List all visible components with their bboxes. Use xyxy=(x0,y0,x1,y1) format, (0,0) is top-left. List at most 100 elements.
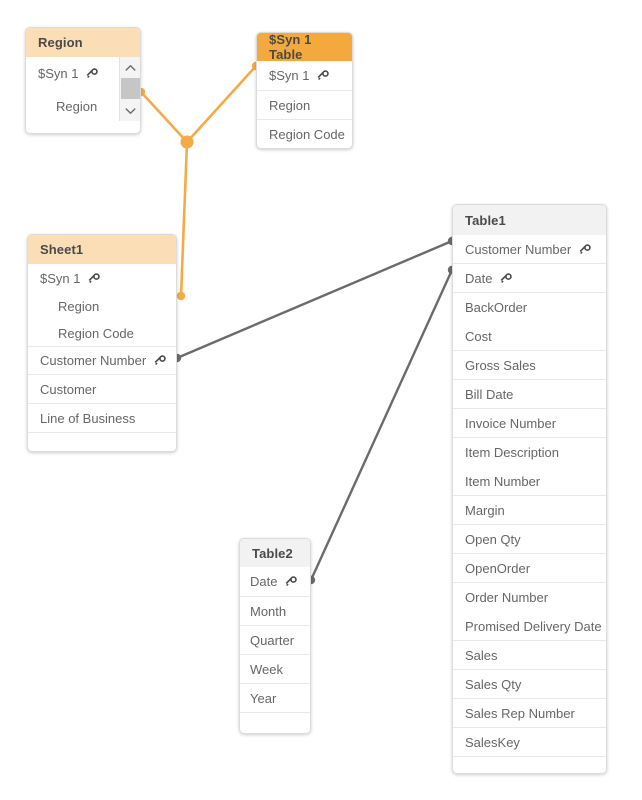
field-row[interactable]: Customer Number xyxy=(453,235,606,263)
chevron-up-icon[interactable] xyxy=(120,57,140,78)
table-title-syn1table: $Syn 1 Table xyxy=(257,33,352,62)
field-label: Year xyxy=(250,690,277,706)
field-row[interactable]: Customer Number xyxy=(28,346,176,374)
field-label: Region Code xyxy=(269,126,345,142)
field-row[interactable]: Promised Delivery Date xyxy=(453,611,606,640)
field-label: Customer xyxy=(40,381,97,397)
link-region-to-junction xyxy=(139,90,189,144)
field-label: OpenOrder xyxy=(465,560,531,576)
table-fields-region: $Syn 1 Region xyxy=(26,57,140,121)
field-label: $Syn 1 xyxy=(269,68,310,83)
key-icon xyxy=(316,70,330,83)
field-row[interactable]: Quarter xyxy=(240,625,310,654)
field-label: Customer Number xyxy=(465,241,572,257)
field-label: Region Code xyxy=(58,325,134,341)
field-label: Sales Qty xyxy=(465,676,522,692)
table-node-region[interactable]: Region $Syn 1 Region xyxy=(25,27,141,134)
field-row[interactable]: $Syn 1 xyxy=(26,57,140,90)
field-label: Date xyxy=(465,270,493,286)
field-label: Item Description xyxy=(465,444,559,460)
table-node-sheet1[interactable]: Sheet1 $Syn 1 Region Regi xyxy=(27,234,177,452)
field-row[interactable]: Sales xyxy=(453,640,606,669)
field-label: Month xyxy=(250,603,287,619)
field-label: Region xyxy=(58,298,100,314)
table-fields-table2: Date Month Quarter Week xyxy=(240,567,310,733)
field-label: Date xyxy=(250,574,278,589)
field-label: Sales xyxy=(465,647,498,663)
field-row-blank xyxy=(28,432,176,451)
field-row[interactable]: Item Description xyxy=(453,437,606,466)
key-icon xyxy=(87,272,101,286)
table-title-sheet1: Sheet1 xyxy=(28,235,176,264)
field-row[interactable]: Customer xyxy=(28,374,176,403)
link-junction-to-syn1table xyxy=(185,64,258,144)
field-row[interactable]: Gross Sales xyxy=(453,350,606,379)
chevron-down-icon[interactable] xyxy=(120,100,140,121)
table-title-table2: Table2 xyxy=(240,539,310,567)
field-label: BackOrder xyxy=(465,299,528,315)
field-label: Cost xyxy=(465,328,492,344)
field-row[interactable]: Region xyxy=(28,292,176,319)
field-row[interactable]: Bill Date xyxy=(453,379,606,408)
field-label: Line of Business xyxy=(40,410,136,426)
field-row[interactable]: Region xyxy=(26,90,140,121)
field-row[interactable]: Sales Rep Number xyxy=(453,698,606,727)
field-row[interactable]: Date xyxy=(240,567,310,596)
field-row[interactable]: Item Number xyxy=(453,466,606,495)
field-label: SalesKey xyxy=(465,734,520,750)
field-row[interactable]: Region Code xyxy=(28,319,176,346)
field-row[interactable]: SalesKey xyxy=(453,727,606,756)
table-node-table1[interactable]: Table1 Customer Number Date xyxy=(452,204,607,774)
field-label: Region xyxy=(56,98,98,114)
junction-node-synthetic xyxy=(180,135,194,149)
field-label: Customer Number xyxy=(40,353,147,368)
field-row[interactable]: Sales Qty xyxy=(453,669,606,698)
field-label: $Syn 1 xyxy=(40,270,81,286)
table-title-table1: Table1 xyxy=(453,205,606,235)
field-label: Item Number xyxy=(465,473,541,489)
field-label: Bill Date xyxy=(465,386,514,402)
field-label: Sales Rep Number xyxy=(465,705,575,721)
field-row[interactable]: Order Number xyxy=(453,582,606,611)
field-row-blank xyxy=(453,756,606,773)
field-label: Gross Sales xyxy=(465,357,536,373)
link-junction-to-sheet1 xyxy=(179,140,189,298)
field-label: Order Number xyxy=(465,589,549,605)
table-fields-sheet1: $Syn 1 Region Region Code xyxy=(28,264,176,451)
key-icon xyxy=(85,68,99,81)
field-row[interactable]: Year xyxy=(240,683,310,712)
field-label: $Syn 1 xyxy=(38,66,79,81)
field-row[interactable]: Date xyxy=(453,263,606,292)
field-row[interactable]: Cost xyxy=(453,321,606,350)
field-row[interactable]: Open Qty xyxy=(453,524,606,553)
field-label: Open Qty xyxy=(465,531,521,547)
field-label: Week xyxy=(250,661,283,677)
field-row[interactable]: $Syn 1 xyxy=(28,264,176,292)
table-node-syn1table[interactable]: $Syn 1 Table $Syn 1 Region xyxy=(256,32,353,149)
field-row[interactable]: Invoice Number xyxy=(453,408,606,437)
field-label: Quarter xyxy=(250,632,295,648)
field-label: Promised Delivery Date xyxy=(465,618,602,634)
table-node-table2[interactable]: Table2 Date Month Quarter xyxy=(239,538,311,734)
field-label: Margin xyxy=(465,502,505,518)
field-row[interactable]: Margin xyxy=(453,495,606,524)
link-sheet1-to-table1-customer-number xyxy=(175,239,454,360)
key-icon xyxy=(499,272,513,286)
scrollbar-thumb[interactable] xyxy=(121,78,140,99)
link-normal-group xyxy=(172,236,457,585)
field-label: Invoice Number xyxy=(465,415,557,431)
vertical-scrollbar[interactable] xyxy=(119,57,140,121)
field-row[interactable]: Week xyxy=(240,654,310,683)
table-title-region: Region xyxy=(26,28,140,57)
key-icon xyxy=(578,243,591,257)
field-row[interactable]: BackOrder xyxy=(453,292,606,321)
link-table2-to-table1-date xyxy=(309,268,454,582)
field-row[interactable]: OpenOrder xyxy=(453,553,606,582)
field-row[interactable]: $Syn 1 xyxy=(257,61,352,90)
field-row[interactable]: Region Code xyxy=(257,119,352,148)
field-row[interactable]: Month xyxy=(240,596,310,625)
field-row[interactable]: Region xyxy=(257,90,352,119)
key-icon xyxy=(153,355,166,368)
field-row[interactable]: Line of Business xyxy=(28,403,176,432)
